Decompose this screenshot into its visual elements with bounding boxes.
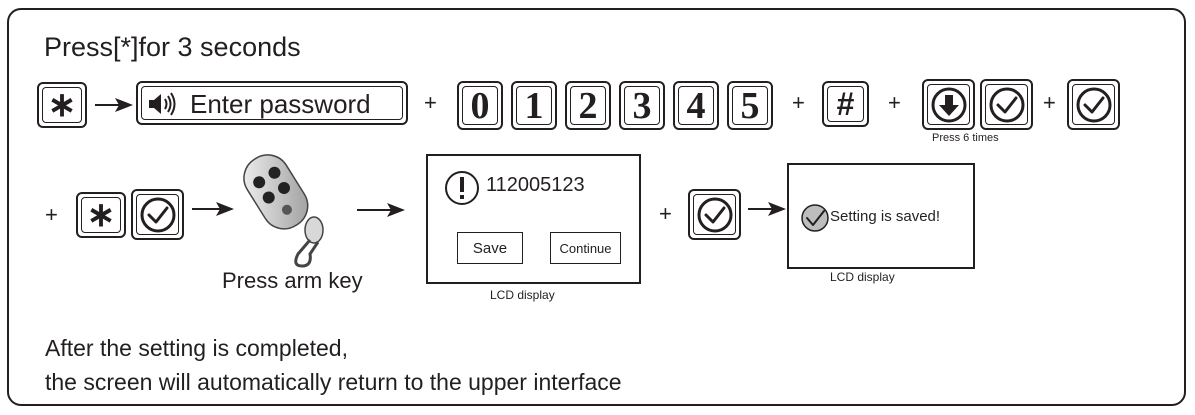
plus-sign: + [45,202,58,227]
star-key-label: ∗ [47,86,77,124]
confirm-key[interactable] [131,189,184,240]
speaker-icon [149,92,176,116]
check-icon [801,204,829,232]
confirm-key[interactable] [688,189,741,240]
plus-sign: + [424,90,437,115]
digit-key-label: 1 [524,84,544,127]
confirm-key[interactable] [980,79,1033,130]
arrow-icon [95,98,133,112]
digit-key-5[interactable]: 5 [727,81,773,130]
exclamation-icon [445,171,479,205]
enter-password-button[interactable]: Enter password [136,81,408,125]
check-icon [989,87,1025,123]
confirm-key[interactable] [1067,79,1120,130]
star-key[interactable]: ∗ [37,82,87,128]
hash-key[interactable]: # [822,81,869,127]
page-title: Press[*]for 3 seconds [44,32,301,62]
digit-key-label: 0 [470,84,490,127]
digit-key-3[interactable]: 3 [619,81,665,130]
lcd-number: 112005123 [486,174,585,196]
digit-key-4[interactable]: 4 [673,81,719,130]
down-arrow-icon [931,87,967,123]
lcd-display-panel: Setting is saved! [787,163,975,269]
digit-key-label: 5 [740,84,760,127]
press-6-times-label: Press 6 times [932,132,999,144]
arrow-icon [748,202,786,216]
star-key[interactable]: ∗ [76,192,126,238]
plus-sign: + [659,201,672,226]
continue-button-label: Continue [559,240,612,256]
arrow-icon [357,203,405,217]
digit-key-label: 4 [686,84,706,127]
enter-password-label: Enter password [190,89,371,119]
save-button[interactable]: Save [457,232,523,264]
digit-key-label: 3 [632,84,652,127]
digit-key-2[interactable]: 2 [565,81,611,130]
plus-sign: + [1043,90,1056,115]
digit-key-label: 2 [578,84,598,127]
continue-button[interactable]: Continue [550,232,621,264]
lcd-display-panel: 112005123 Save Continue [426,154,641,284]
lcd-display-caption: LCD display [490,288,555,302]
press-arm-key-label: Press arm key [222,268,363,293]
digit-key-0[interactable]: 0 [457,81,503,130]
save-button-label: Save [472,239,508,257]
remote-control-icon [243,154,324,268]
setting-saved-message: Setting is saved! [830,208,941,225]
down-key[interactable] [922,79,975,130]
digit-key-1[interactable]: 1 [511,81,557,130]
lcd-display-caption: LCD display [830,270,895,284]
footer-line-1: After the setting is completed, [45,335,348,361]
hash-key-label: # [836,86,855,122]
arrow-icon [192,202,234,216]
plus-sign: + [792,90,805,115]
star-key-label: ∗ [86,196,116,234]
diagram-frame [7,8,1186,406]
check-icon [140,197,176,233]
footer-line-2: the screen will automatically return to … [45,369,622,395]
plus-sign: + [888,90,901,115]
check-icon [697,197,733,233]
check-icon [1076,87,1112,123]
